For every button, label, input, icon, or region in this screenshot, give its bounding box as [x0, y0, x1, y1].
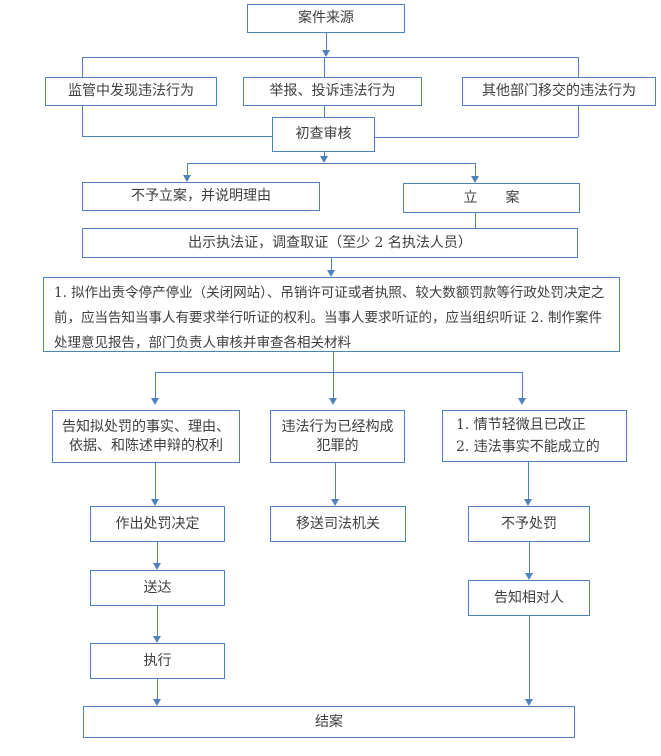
hearing-notice-line1: 1. 拟作出责令停产停业（关闭网站）、吊销许可证或者执照、较大数额罚款等行政处罚…	[54, 285, 605, 326]
connector-line	[333, 352, 334, 398]
connector-line	[324, 152, 325, 156]
node-crime-constituted: 违法行为已经构成犯罪的	[270, 410, 405, 463]
node-transfer-judicial: 移送司法机关	[270, 506, 406, 542]
connector-line	[529, 542, 530, 573]
node-other-department-transfer: 其他部门移交的违法行为	[462, 77, 656, 106]
node-no-filing: 不予立案，并说明理由	[82, 182, 320, 211]
node-case-source: 案件来源	[247, 4, 405, 33]
connector-line	[578, 105, 579, 137]
arrowhead-down-icon	[153, 636, 161, 643]
node-filing: 立 案	[403, 183, 580, 213]
connector-line	[155, 372, 523, 373]
connector-line	[475, 163, 476, 176]
connector-line	[528, 462, 529, 499]
arrowhead-down-icon	[327, 270, 335, 277]
connector-line	[578, 57, 579, 77]
node-report-complaint: 举报、投诉违法行为	[243, 77, 422, 106]
arrowhead-down-icon	[329, 398, 337, 405]
connector-line	[157, 606, 158, 636]
connector-line	[475, 213, 476, 228]
node-execute: 执行	[90, 643, 225, 679]
arrowhead-down-icon	[183, 175, 191, 182]
arrowhead-down-icon	[153, 699, 161, 706]
node-notify-penalty-rights: 告知拟处罚的事实、理由、依据、和陈述申辩的权利	[52, 410, 240, 463]
connector-line	[375, 137, 578, 138]
arrowhead-down-icon	[322, 50, 330, 57]
connector-line	[324, 105, 325, 117]
connector-line	[157, 542, 158, 563]
connector-line	[331, 258, 332, 270]
arrowhead-down-icon	[153, 563, 161, 570]
arrowhead-down-icon	[518, 398, 526, 405]
connector-line	[529, 616, 530, 699]
node-inform-party: 告知相对人	[468, 580, 590, 616]
connector-line	[82, 105, 83, 136]
node-minor-or-unfounded: 1. 情节轻微且已改正 2. 违法事实不能成立的	[442, 410, 627, 462]
arrowhead-down-icon	[525, 699, 533, 706]
connector-line	[326, 33, 327, 50]
node-delivery: 送达	[90, 570, 225, 606]
node-close-case: 结案	[83, 706, 575, 738]
arrowhead-down-icon	[331, 499, 339, 506]
arrowhead-down-icon	[151, 499, 159, 506]
node-initial-review: 初查审核	[272, 117, 375, 152]
connector-line	[335, 463, 336, 499]
arrowhead-down-icon	[320, 156, 328, 163]
node-hearing-notice: 1. 拟作出责令停产停业（关闭网站）、吊销许可证或者执照、较大数额罚款等行政处罚…	[43, 277, 620, 352]
connector-line	[324, 57, 325, 77]
node-supervision-found: 监管中发现违法行为	[45, 77, 217, 106]
connector-line	[155, 372, 156, 398]
connector-line	[82, 57, 579, 58]
minor-line1: 1. 情节轻微且已改正	[456, 417, 586, 433]
connector-line	[157, 679, 158, 699]
minor-line2: 2. 违法事实不能成立的	[456, 439, 600, 455]
node-evidence-collection: 出示执法证，调查取证（至少 2 名执法人员）	[82, 228, 578, 258]
arrowhead-down-icon	[525, 573, 533, 580]
arrowhead-down-icon	[524, 499, 532, 506]
node-make-penalty-decision: 作出处罚决定	[90, 506, 225, 542]
arrowhead-down-icon	[471, 176, 479, 183]
connector-line	[522, 372, 523, 398]
connector-line	[187, 163, 188, 175]
connector-line	[155, 463, 156, 499]
connector-line	[82, 57, 83, 77]
hearing-notice-line2: 2. 制作案件处理意见报告，部门负责人审核并审查各相关材料	[54, 310, 602, 351]
node-no-penalty: 不予处罚	[468, 506, 590, 542]
arrowhead-down-icon	[151, 398, 159, 405]
connector-line	[187, 163, 476, 164]
connector-line	[82, 136, 272, 137]
